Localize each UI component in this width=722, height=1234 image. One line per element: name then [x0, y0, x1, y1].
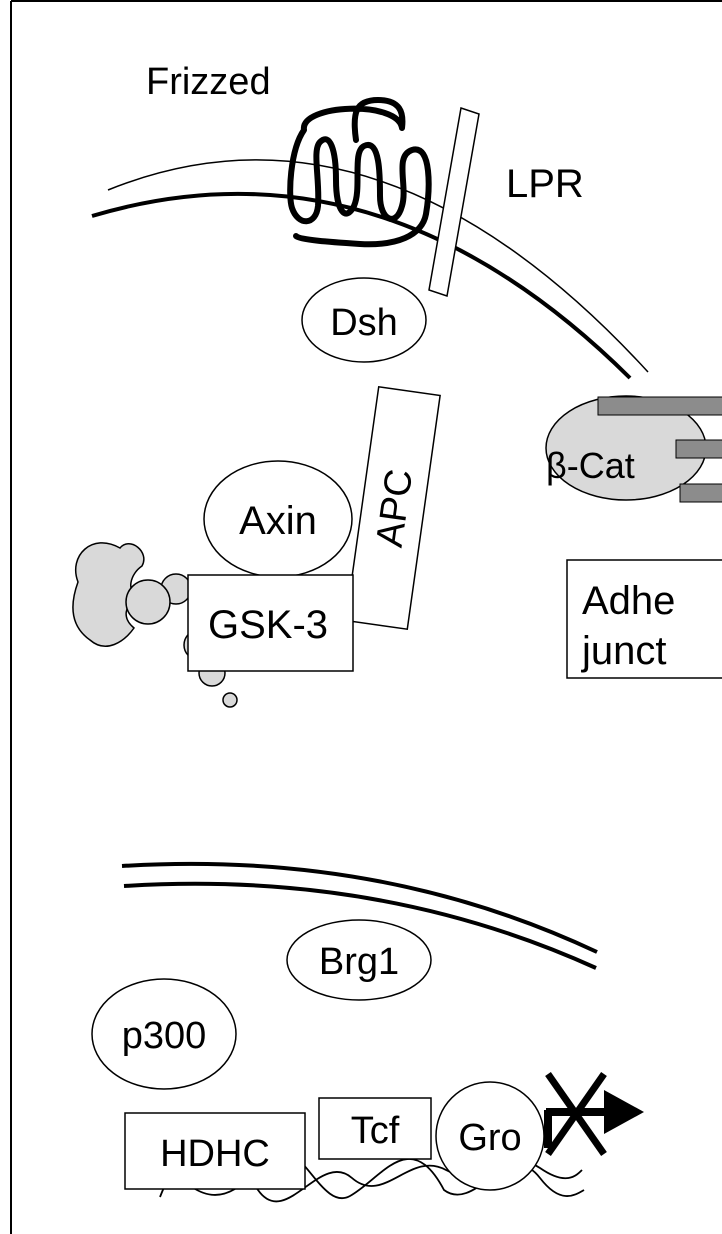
nuclear-envelope-outer — [121, 861, 598, 954]
apc-rect — [345, 385, 441, 631]
cadherin-bar-top-front — [597, 396, 722, 416]
dsh-ellipse — [301, 277, 427, 363]
axin-label: Axin — [239, 499, 317, 543]
beta-cat-label: β-Cat — [546, 445, 635, 486]
gro-label: Gro — [458, 1117, 521, 1159]
gsk3-label: GSK-3 — [208, 603, 328, 647]
brg1-label: Brg1 — [319, 941, 399, 983]
ubiquitin-5 — [222, 692, 238, 708]
cadherin-bar-middle — [675, 439, 722, 459]
cadherin-bar-bottom — [679, 483, 722, 503]
hdhc-box — [124, 1112, 306, 1190]
beta-catenin-complex: β-Cat — [545, 395, 722, 503]
hdhc-label: HDHC — [160, 1133, 270, 1175]
adherens-label-line1: Adhe — [582, 579, 675, 623]
nuclear-envelope-inner — [123, 881, 597, 970]
arrow-head — [604, 1090, 644, 1134]
membrane-inner-line — [91, 191, 632, 380]
p300-ellipse — [91, 978, 237, 1090]
tcf-box — [318, 1097, 432, 1160]
gsk3-box — [187, 574, 354, 672]
blocked-transcription-arrow — [544, 1071, 644, 1157]
apc-box: APC — [345, 385, 441, 631]
p300-label: p300 — [122, 1015, 207, 1057]
lpr-label: LPR — [506, 162, 584, 206]
brg1-ellipse — [286, 919, 432, 1001]
lpr-bar — [428, 107, 480, 297]
ubiquitin-2 — [125, 579, 171, 625]
frizzled-label: Frizzed — [146, 61, 271, 103]
frizzled-receptor — [287, 97, 432, 248]
tcf-label: Tcf — [351, 1110, 400, 1152]
dsh-label: Dsh — [330, 302, 398, 344]
adherens-junction-box — [566, 559, 722, 679]
cross-stroke-2 — [545, 1071, 607, 1157]
adherens-label-line2: junct — [581, 629, 667, 673]
